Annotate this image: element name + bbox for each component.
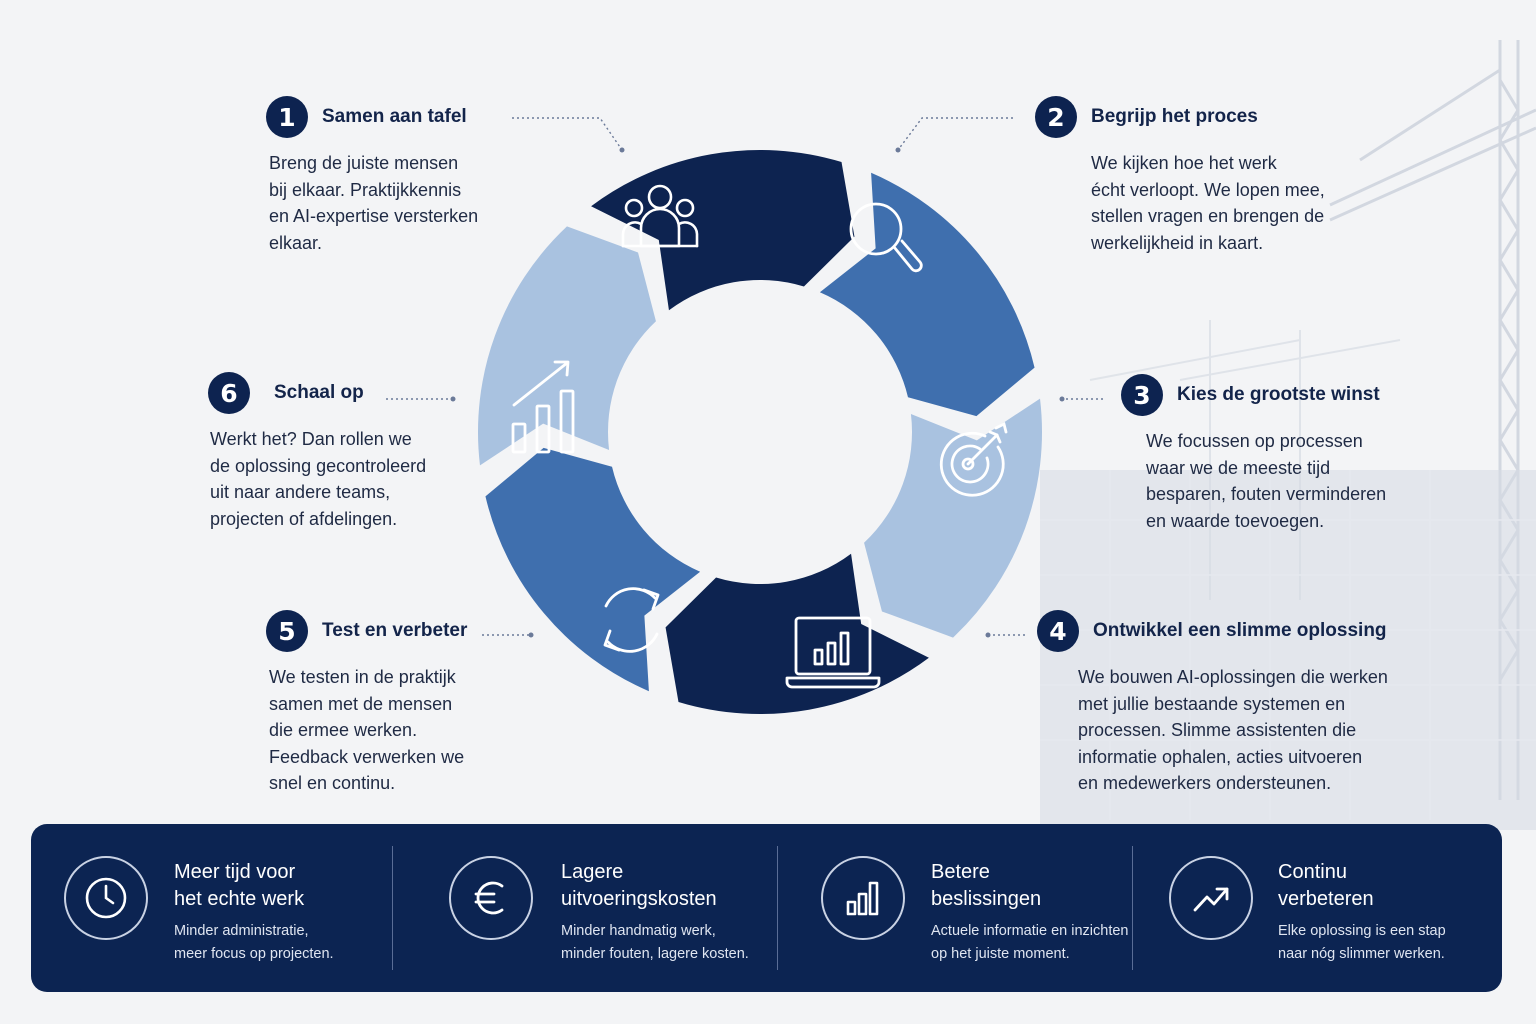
cycle-segment-1 <box>591 150 855 311</box>
growth-chart-icon <box>511 360 575 454</box>
benefit-description: Minder handmatig werk, minder fouten, la… <box>561 923 749 962</box>
benefits-bar: Meer tijd voor het echte werk Minder adm… <box>31 824 1502 992</box>
step-2: 2 Begrijp het proces We kijken hoe het w… <box>1035 96 1325 256</box>
bar-chart-icon <box>821 856 905 940</box>
step-title: Samen aan tafel <box>322 106 467 127</box>
refresh-icon <box>603 587 660 653</box>
divider <box>392 846 393 970</box>
cycle-segment-5 <box>485 447 701 692</box>
step-description: Breng de juiste mensen bij elkaar. Prakt… <box>269 153 479 253</box>
step-title: Schaal op <box>274 382 364 403</box>
step-description: We testen in de praktijk samen met de me… <box>269 667 465 793</box>
connector-step-2 <box>897 117 1013 151</box>
laptop-chart-icon <box>785 616 881 689</box>
trend-up-icon <box>1169 856 1253 940</box>
benefit-description: Elke oplossing is een stap naar nóg slim… <box>1278 923 1446 962</box>
step-description: Werkt het? Dan rollen we de oplossing ge… <box>210 429 427 529</box>
cycle-segment-2 <box>819 172 1035 417</box>
step-number-badge: 4 <box>1037 610 1079 652</box>
benefit-description: Actuele informatie en inzichten op het j… <box>931 923 1129 962</box>
step-5: 5 Test en verbeter We testen in de prakt… <box>266 610 467 797</box>
divider <box>777 846 778 970</box>
connector-step-1 <box>512 117 623 151</box>
euro-icon <box>449 856 533 940</box>
divider <box>1132 846 1133 970</box>
step-number-badge: 3 <box>1121 374 1163 416</box>
step-1: 1 Samen aan tafel Breng de juiste mensen… <box>266 96 478 256</box>
step-description: We kijken hoe het werk écht verloopt. We… <box>1091 153 1325 253</box>
benefit-2: Lagere uitvoeringskosten Minder handmati… <box>393 824 777 992</box>
clock-icon <box>64 856 148 940</box>
benefit-4: Continu verbeteren Elke oplossing is een… <box>1133 824 1502 992</box>
step-title: Begrijp het proces <box>1091 106 1258 127</box>
benefit-1: Meer tijd voor het echte werk Minder adm… <box>31 824 391 992</box>
step-title: Ontwikkel een slimme oplossing <box>1093 620 1387 641</box>
benefit-title: Continu verbeteren <box>1278 861 1374 910</box>
benefit-3: Betere beslissingen Actuele informatie e… <box>778 824 1132 992</box>
step-number-badge: 6 <box>208 372 250 414</box>
team-icon <box>621 184 699 248</box>
benefit-title: Betere beslissingen <box>931 861 1042 910</box>
benefit-description: Minder administratie, meer focus op proj… <box>174 923 334 962</box>
step-number-badge: 2 <box>1035 96 1077 138</box>
step-number-badge: 5 <box>266 610 308 652</box>
step-description: We bouwen AI-oplossingen die werken met … <box>1078 667 1388 793</box>
step-number-badge: 1 <box>266 96 308 138</box>
target-icon <box>939 421 1008 497</box>
step-3: 3 Kies de grootste winst We focussen op … <box>1121 374 1386 534</box>
benefit-title: Meer tijd voor het echte werk <box>174 861 305 910</box>
cycle-segment-3 <box>864 398 1042 638</box>
step-title: Test en verbeter <box>322 620 468 641</box>
benefit-title: Lagere uitvoeringskosten <box>561 861 717 910</box>
step-description: We focussen op processen waar we de mees… <box>1146 431 1387 531</box>
cycle-segment-6 <box>478 226 656 466</box>
search-icon <box>849 202 923 273</box>
step-6: 6 Schaal op Werkt het? Dan rollen we de … <box>208 372 426 532</box>
step-4: 4 Ontwikkel een slimme oplossing We bouw… <box>1037 610 1388 797</box>
step-title: Kies de grootste winst <box>1177 384 1380 405</box>
